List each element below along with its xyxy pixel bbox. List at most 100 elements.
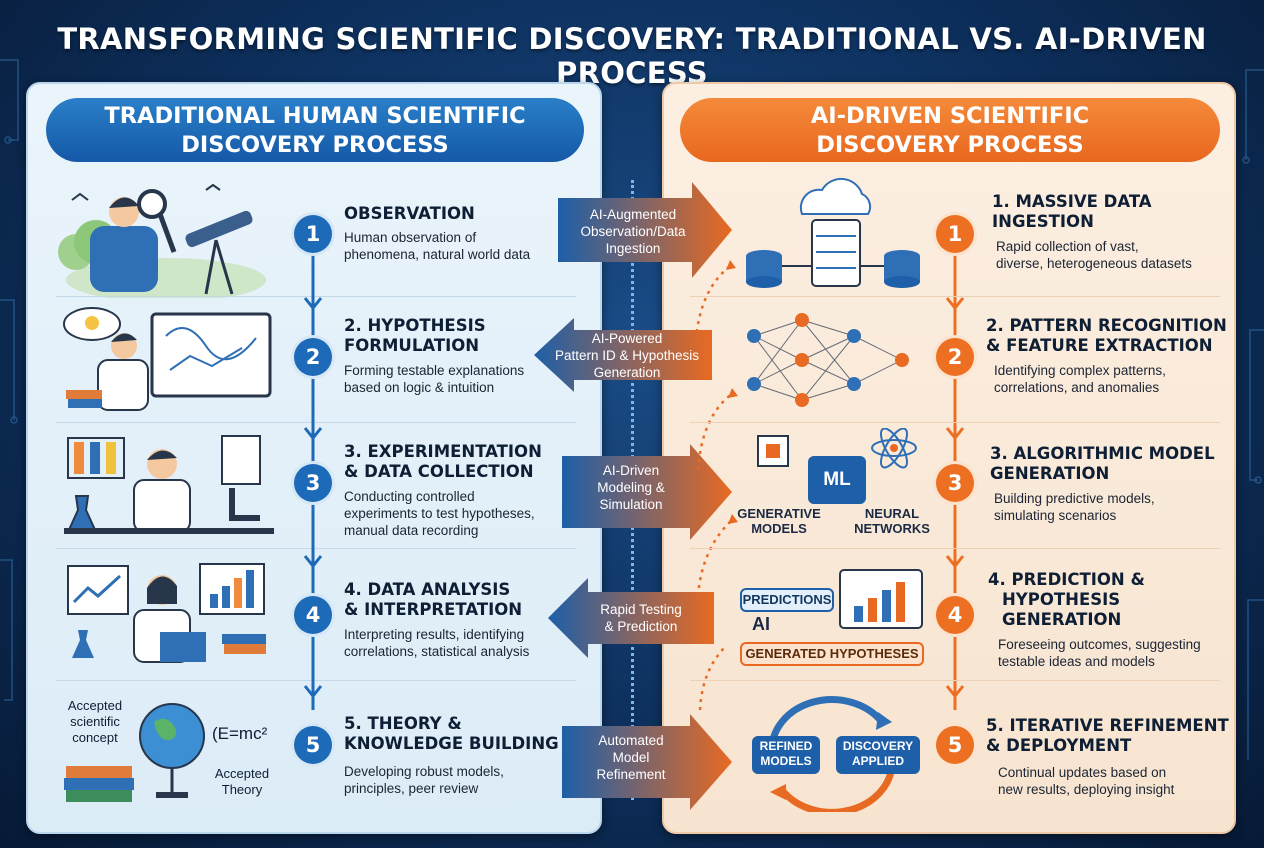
ai-step-4-desc: Foreseeing outcomes, suggesting testable…: [998, 636, 1201, 670]
desc-line: phenomena, natural world data: [344, 247, 531, 262]
data-ingestion-illustration: [746, 178, 920, 288]
ai-step-5-number: 5: [936, 726, 974, 764]
traditional-header-line1: TRADITIONAL HUMAN SCIENTIFIC: [104, 103, 526, 129]
generated-hypotheses-pill: GENERATED HYPOTHESES: [740, 642, 924, 666]
title-line: 4. DATA ANALYSIS: [344, 580, 511, 599]
bridge-line: Observation/Data: [580, 223, 686, 239]
title-line: & DATA COLLECTION: [344, 462, 534, 481]
neural-network-illustration: [747, 313, 909, 407]
desc-line: based on logic & intuition: [344, 380, 495, 395]
title-line: 5. THEORY &: [344, 714, 462, 733]
traditional-step-1-number: 1: [294, 215, 332, 253]
ai-step-3-number: 3: [936, 464, 974, 502]
ai-step-4-number: 4: [936, 596, 974, 634]
separator: [56, 548, 576, 549]
label-line: DISCOVERY: [842, 739, 914, 753]
accepted-theory-line1: Accepted: [214, 766, 270, 781]
ai-step-3-desc: Building predictive models, simulating s…: [994, 490, 1155, 524]
bridge-arrow-1: [558, 182, 732, 278]
label-line: GENERATIVE: [737, 506, 821, 521]
feedback-arrows: [694, 260, 738, 711]
desc-line: correlations, and anomalies: [994, 380, 1160, 395]
traditional-step-5-number: 5: [294, 726, 332, 764]
title-line: 4. PREDICTION &: [988, 570, 1145, 589]
bridge-arrow-2: [534, 318, 712, 392]
bridge-line: Modeling &: [597, 479, 665, 495]
title-line: 1. MASSIVE DATA: [992, 192, 1152, 211]
traditional-step-1-desc: Human observation of phenomena, natural …: [344, 229, 530, 263]
title-line: & DEPLOYMENT: [986, 736, 1132, 755]
bridge-line: Simulation: [599, 496, 663, 512]
bridge-line: AI-Powered: [591, 330, 663, 346]
label-line: MODELS: [751, 521, 807, 536]
bridge-line: & Prediction: [604, 619, 678, 634]
separator: [56, 680, 576, 681]
ai-step-1-desc: Rapid collection of vast, diverse, heter…: [996, 238, 1192, 272]
desc-line: new results, deploying insight: [998, 782, 1175, 797]
traditional-step-4-desc: Interpreting results, identifying correl…: [344, 626, 529, 660]
desc-line: Rapid collection of vast,: [996, 239, 1139, 254]
title-line: GENERATION: [990, 464, 1110, 483]
observation-illustration: [58, 183, 266, 298]
ai-header-line2: DISCOVERY PROCESS: [816, 132, 1084, 158]
desc-line: correlations, statistical analysis: [344, 644, 530, 659]
accepted-concept-line2: scientific: [70, 714, 120, 729]
traditional-step-4-number: 4: [294, 596, 332, 634]
refined-models-badge: REFINED MODELS: [752, 736, 820, 774]
desc-line: diverse, heterogeneous datasets: [996, 256, 1192, 271]
ai-header: AI-DRIVEN SCIENTIFIC DISCOVERY PROCESS: [680, 98, 1220, 162]
ai-step-3-title: 3. ALGORITHMIC MODEL GENERATION: [990, 444, 1215, 484]
ai-step-2-number: 2: [936, 338, 974, 376]
bridge-line: Ingestion: [605, 240, 661, 256]
accepted-concept-label: Accepted scientific concept: [56, 698, 134, 746]
ai-header-line1: AI-DRIVEN SCIENTIFIC: [810, 103, 1090, 129]
traditional-step-2-number: 2: [294, 338, 332, 376]
title-line: & INTERPRETATION: [344, 600, 523, 619]
desc-line: experiments to test hypotheses,: [344, 506, 535, 521]
analysis-illustration: [67, 563, 266, 663]
accepted-theory-line2: Theory: [221, 782, 263, 797]
bridge-line: Automated: [598, 732, 664, 748]
ml-chip-label: ML: [823, 469, 851, 490]
separator: [690, 422, 1220, 423]
theory-illustration: [64, 703, 205, 802]
predictions-pill: PREDICTIONS: [740, 588, 834, 612]
separator: [690, 680, 1220, 681]
desc-line: manual data recording: [344, 523, 479, 538]
desc-line: Developing robust models,: [344, 764, 504, 779]
label-line: NEURAL: [864, 506, 920, 521]
accepted-theory-label: Accepted Theory: [206, 766, 278, 798]
title-line: GENERATION: [1002, 610, 1122, 629]
title-line: FORMULATION: [344, 336, 480, 355]
prediction-chart-illustration: [839, 569, 923, 629]
ai-step-2-title: 2. PATTERN RECOGNITION & FEATURE EXTRACT…: [986, 316, 1227, 356]
title-line: & FEATURE EXTRACTION: [986, 336, 1213, 355]
title-line: INGESTION: [992, 212, 1094, 231]
label-line: APPLIED: [851, 754, 904, 768]
traditional-step-5-desc: Developing robust models, principles, pe…: [344, 763, 504, 797]
desc-line: Conducting controlled: [344, 489, 475, 504]
hypothesis-illustration: [63, 307, 272, 411]
ai-step-1-number: 1: [936, 215, 974, 253]
desc-line: Continual updates based on: [998, 765, 1167, 780]
desc-line: principles, peer review: [344, 781, 479, 796]
label-line: MODELS: [760, 754, 812, 768]
traditional-step-3-title: 3. EXPERIMENTATION & DATA COLLECTION: [344, 442, 542, 482]
traditional-step-5-title: 5. THEORY & KNOWLEDGE BUILDING: [344, 714, 559, 754]
ai-step-5-desc: Continual updates based on new results, …: [998, 764, 1174, 798]
desc-line: Human observation of: [344, 230, 477, 245]
ai-step-4-title: 4. PREDICTION & HYPOTHESIS GENERATION: [988, 570, 1145, 630]
title-line: HYPOTHESIS: [1002, 590, 1121, 609]
bridge-line: Generation: [593, 364, 661, 380]
ai-step-5-title: 5. ITERATIVE REFINEMENT & DEPLOYMENT: [986, 716, 1229, 756]
discovery-applied-badge: DISCOVERY APPLIED: [836, 736, 920, 774]
bridge-line: Refinement: [596, 766, 666, 782]
traditional-header: TRADITIONAL HUMAN SCIENTIFIC DISCOVERY P…: [46, 98, 584, 162]
accepted-concept-line1: Accepted: [67, 698, 123, 713]
title-line: 2. PATTERN RECOGNITION: [986, 316, 1227, 335]
desc-line: testable ideas and models: [998, 654, 1155, 669]
